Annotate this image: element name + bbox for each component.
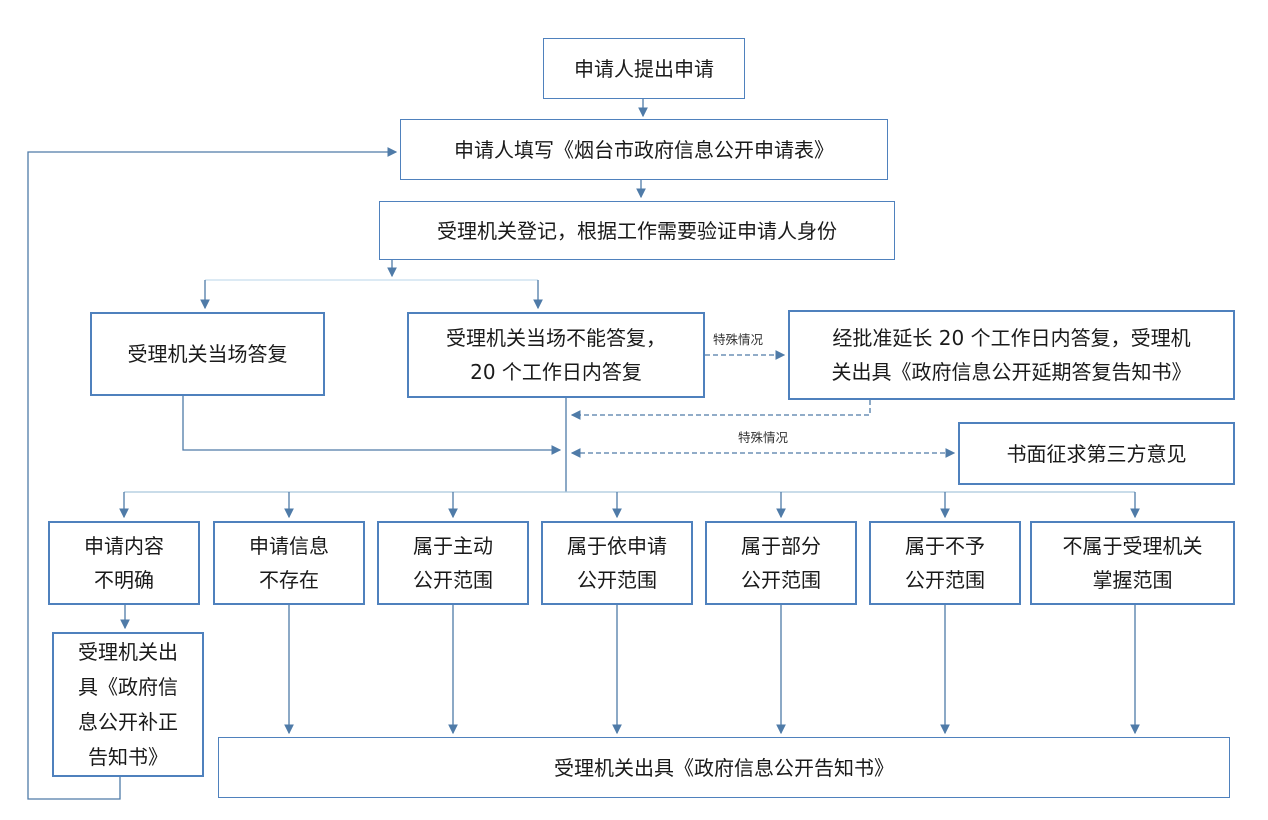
node-authority-registers: 受理机关登记，根据工作需要验证申请人身份 — [379, 201, 895, 260]
node-partial-disclosure-scope: 属于部分 公开范围 — [705, 521, 857, 605]
connector-extend-feedback — [570, 400, 871, 420]
label-special-case-2: 特殊情况 — [736, 430, 791, 446]
node-correction-notice: 受理机关出 具《政府信 息公开补正 告知书》 — [52, 632, 204, 777]
node-on-request-disclosure-scope: 属于依申请 公开范围 — [541, 521, 693, 605]
node-non-disclosure-scope: 属于不予 公开范围 — [869, 521, 1021, 605]
node-info-not-exist: 申请信息 不存在 — [213, 521, 365, 605]
node-disclosure-notice: 受理机关出具《政府信息公开告知书》 — [218, 737, 1230, 798]
node-reply-within-20-days: 受理机关当场不能答复， 20 个工作日内答复 — [407, 312, 705, 398]
node-third-party-opinion: 书面征求第三方意见 — [958, 422, 1235, 485]
node-reply-on-spot: 受理机关当场答复 — [90, 312, 325, 396]
label-special-case-1: 特殊情况 — [711, 332, 766, 348]
node-content-unclear: 申请内容 不明确 — [48, 521, 200, 605]
node-proactive-disclosure-scope: 属于主动 公开范围 — [377, 521, 529, 605]
node-applicant-submits: 申请人提出申请 — [543, 38, 745, 99]
connector-onsite-merge — [182, 396, 562, 455]
node-extended-reply-notice: 经批准延长 20 个工作日内答复，受理机 关出具《政府信息公开延期答复告知书》 — [788, 310, 1235, 400]
connector-correction-loop — [27, 147, 398, 800]
node-not-held-by-authority: 不属于受理机关 掌握范围 — [1030, 521, 1235, 605]
node-fill-application-form: 申请人填写《烟台市政府信息公开申请表》 — [400, 119, 888, 180]
